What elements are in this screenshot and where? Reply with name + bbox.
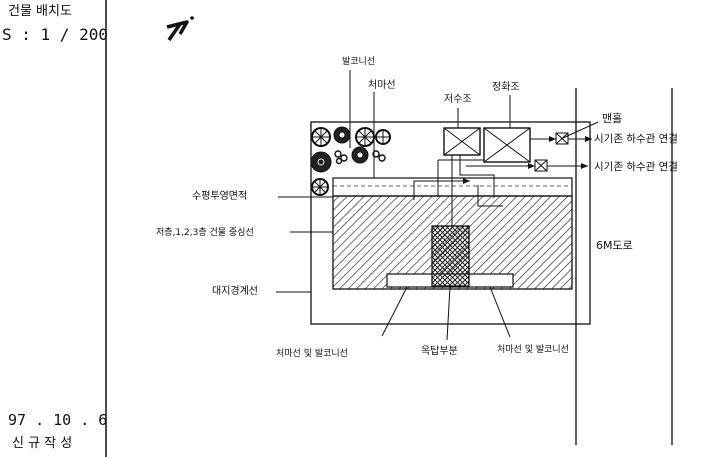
scale-label: S : 1 / 200 <box>2 25 108 44</box>
label-building-center: 저층,1,2,3층 건물 중심선 <box>156 227 254 238</box>
label-water-tank: 저수조 <box>444 93 472 105</box>
landscaping-group <box>310 126 391 196</box>
label-eaves-balcony-right: 처마선 및 발코니선 <box>497 343 569 355</box>
status-label: 신 규 작 성 <box>12 436 72 451</box>
shrub-symbol-icon <box>310 151 332 173</box>
site-boundary-rect <box>310 121 591 325</box>
label-sewer-2: 시기존 하수관 연결 <box>594 160 678 173</box>
tree-symbol-icon <box>355 127 375 147</box>
label-septic-tank: 정화조 <box>492 81 520 93</box>
label-eaves-balcony-left: 처마선 및 발코니선 <box>276 347 348 359</box>
label-manhole: 맨홀 <box>602 112 622 125</box>
manhole-symbol-2 <box>534 159 548 172</box>
date-label: 97 . 10 . 6 <box>8 411 107 429</box>
tree-symbol-icon <box>311 178 329 196</box>
shrub-symbol-icon <box>351 146 369 164</box>
label-eaves-top: 처마선 <box>368 79 396 91</box>
label-vertical-projection: 수평투영면적 <box>192 190 247 202</box>
label-sewer-1: 시기존 하수관 연결 <box>594 132 678 145</box>
leader-lines <box>276 70 599 341</box>
water-tank-symbol <box>443 127 481 156</box>
shrub-symbol-icon <box>333 126 351 144</box>
tree-symbol-icon <box>375 129 391 145</box>
manhole-symbol-1 <box>555 132 569 145</box>
rooftop-area <box>431 225 470 287</box>
label-balcony-top: 발코니선 <box>342 56 375 67</box>
road-label: 6M도로 <box>596 239 633 252</box>
north-arrow-icon <box>166 16 194 41</box>
sidebar-title: 건물 배치도 <box>8 4 72 19</box>
label-rooftop: 옥탑부분 <box>421 345 458 357</box>
shrub-symbol-icon <box>334 150 348 165</box>
septic-tank-symbol <box>483 127 531 163</box>
label-site-boundary: 대지경계선 <box>212 284 258 297</box>
pipe-network <box>413 136 592 226</box>
shrub-symbol-icon <box>372 150 386 162</box>
tree-symbol-icon <box>311 127 331 147</box>
